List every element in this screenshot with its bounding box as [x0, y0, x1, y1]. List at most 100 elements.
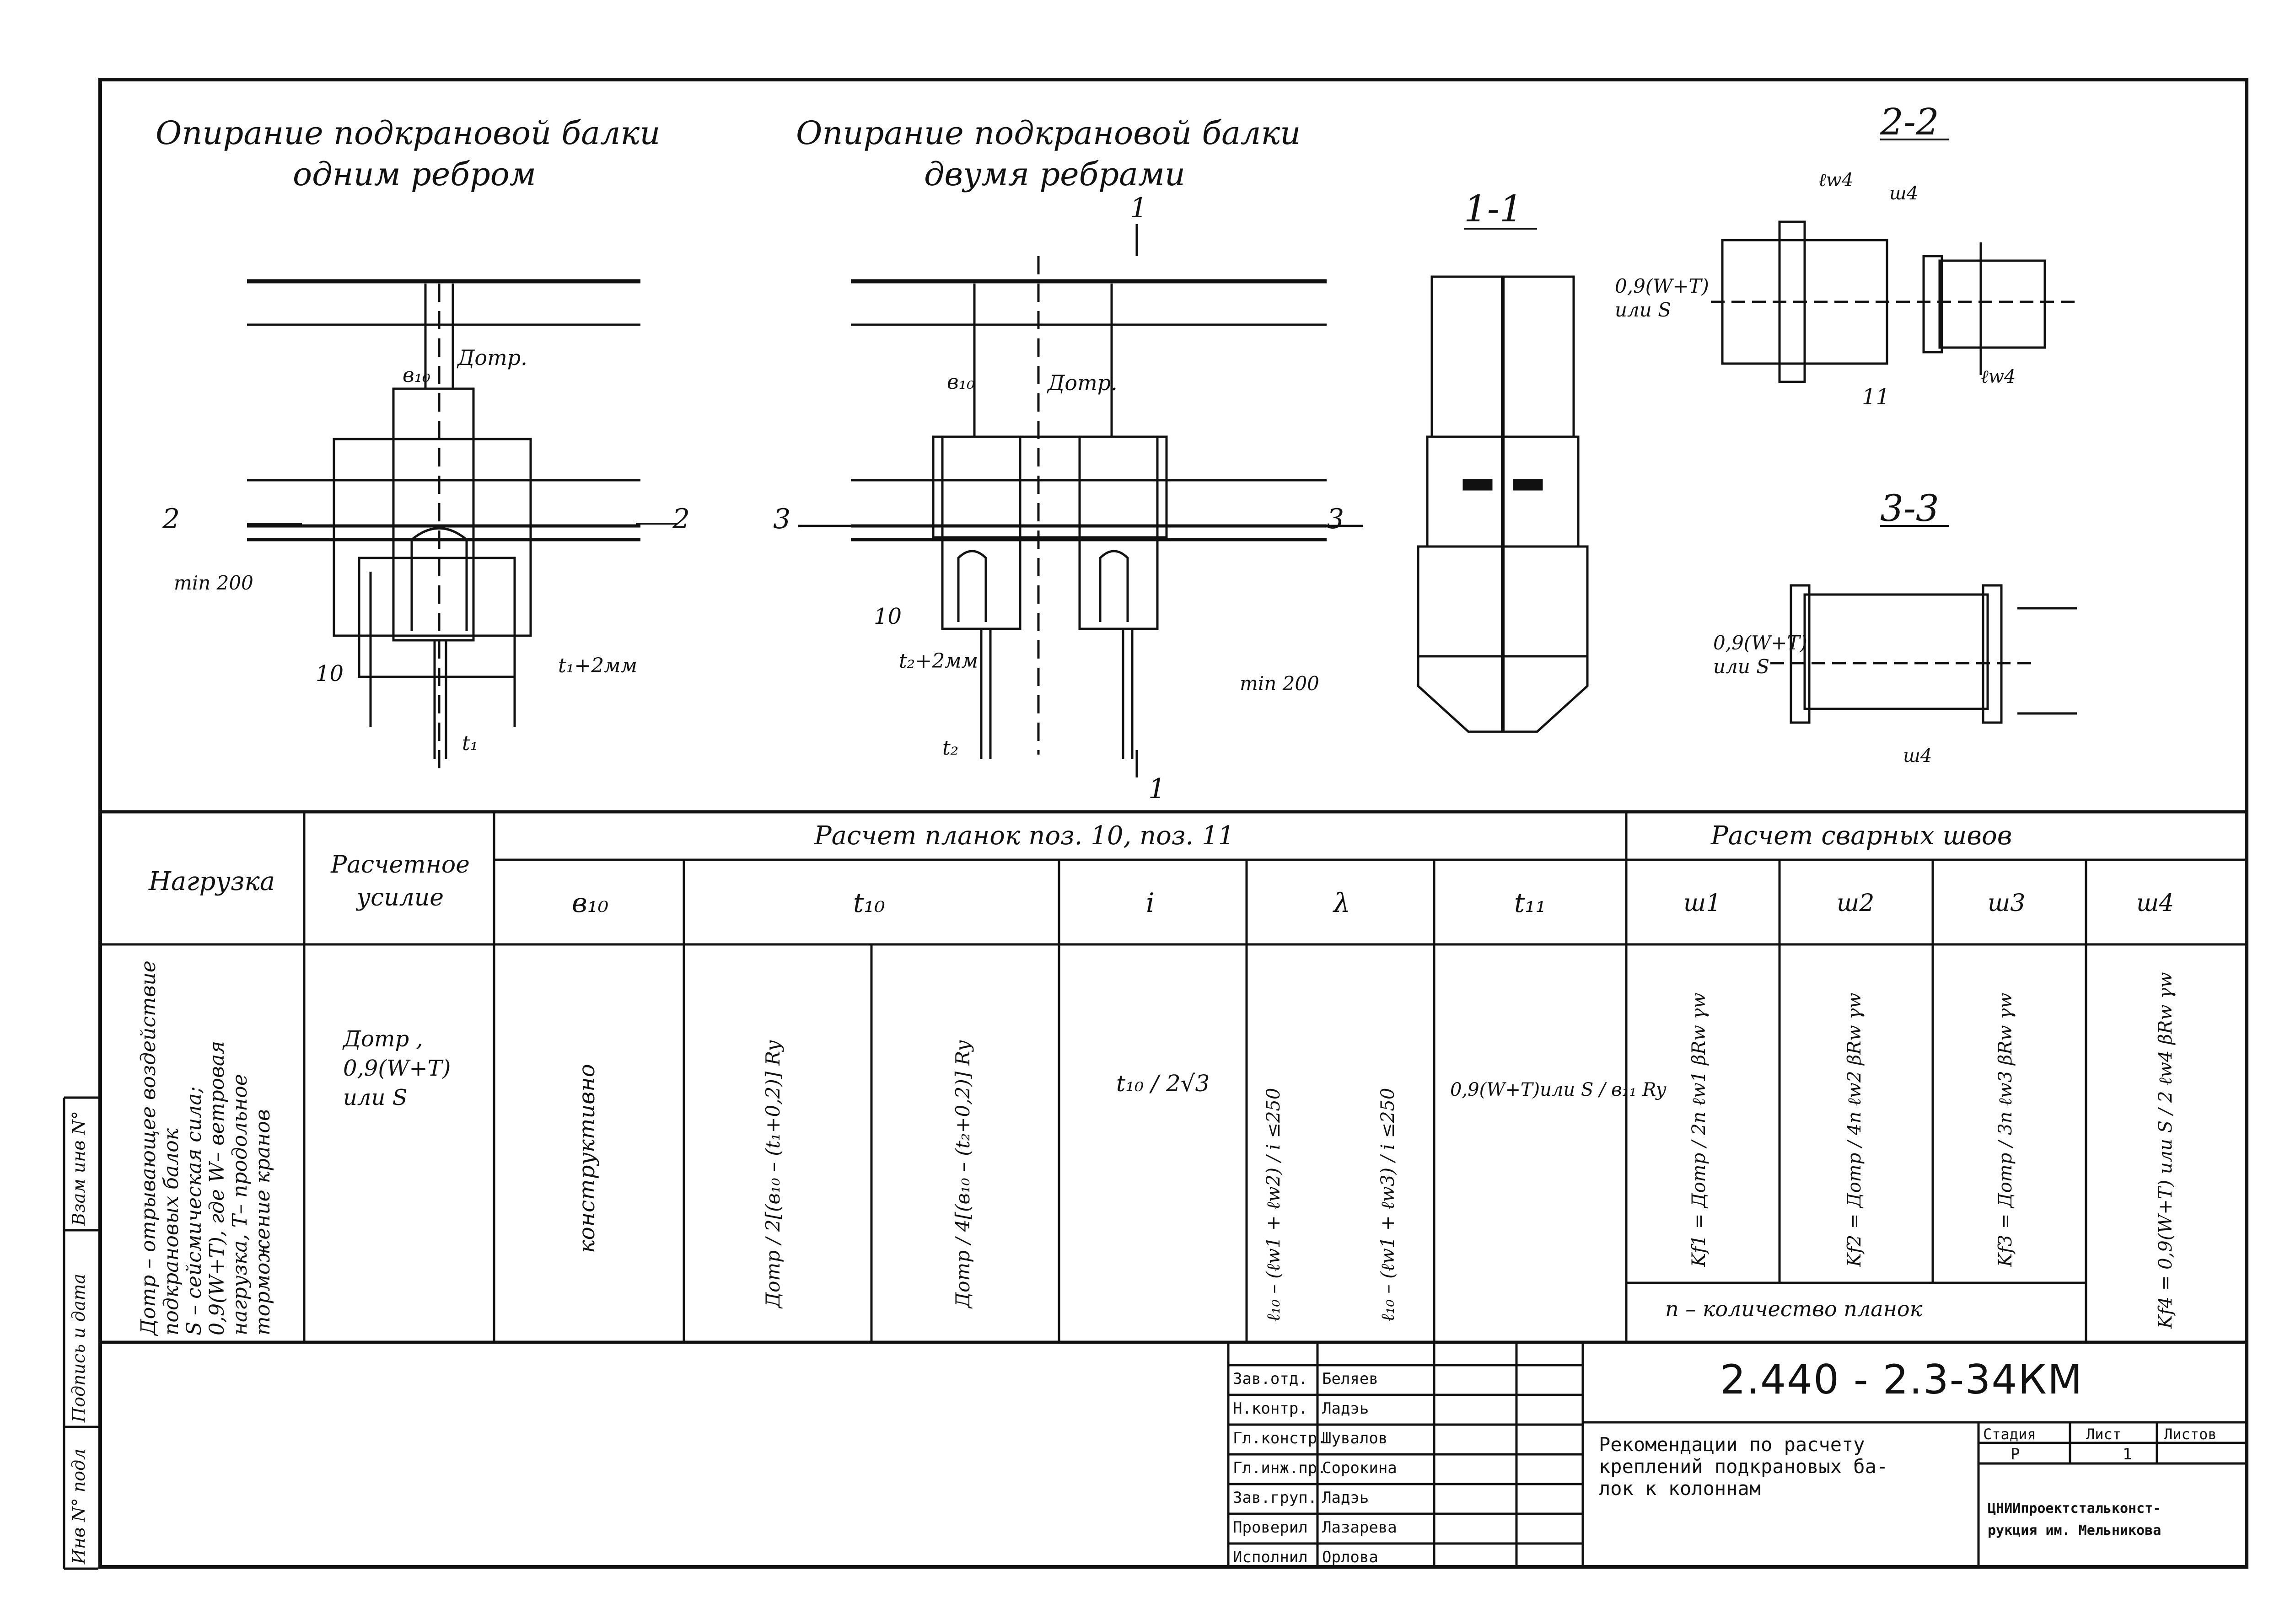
col-force-header-line2: усилие — [356, 884, 444, 911]
col-i-header: i — [1146, 887, 1155, 918]
col-lambda-header: λ — [1333, 887, 1350, 918]
dim-lw4-bottom: ℓw4 — [1981, 366, 2016, 387]
cut-mark-1-bottom: 1 — [1148, 773, 1166, 805]
k3-formula: Kf3 = Дотр / 3n ℓw3 βRw γw — [1995, 992, 2016, 1267]
col-sh3-header: ш3 — [1988, 890, 2026, 917]
pos10-label-2: 10 — [874, 604, 902, 629]
force-label-2-2-line2: или S — [1615, 299, 1671, 321]
title-one-rib-line1: Опирание подкрановой балки — [156, 114, 661, 152]
force-label-d2: Дотр. — [1048, 370, 1118, 395]
section-3-3-label: 3-3 — [1880, 487, 1939, 530]
weld-sh4-label-top: ш4 — [1889, 183, 1919, 204]
t11-formula: 0,9(W+T)или S / в₁₁ Ry — [1450, 1079, 1667, 1100]
force-line-2: 0,9(W+T) — [343, 1056, 451, 1081]
role-6: Исполнил — [1233, 1548, 1308, 1566]
force-label-2-2-line1: 0,9(W+T) — [1615, 275, 1709, 297]
col-t11-header: t₁₁ — [1514, 887, 1546, 918]
force-line-3: или S — [343, 1085, 408, 1110]
min200-label-1: min 200 — [174, 572, 253, 594]
cut-mark-3-left: 3 — [773, 503, 791, 535]
load-description: Дотр – отрывающее воздействие подкрановы… — [137, 960, 274, 1335]
name-1: Ладэь — [1322, 1399, 1369, 1418]
organization: ЦНИИпроектстальконст- рукция им. Мельник… — [1988, 1498, 2161, 1542]
section-1-1-label: 1-1 — [1464, 188, 1523, 230]
name-0: Беляев — [1322, 1370, 1378, 1388]
side-stamp-signature-date: Подпись и дата — [69, 1273, 89, 1422]
dim-lw4-top: ℓw4 — [1818, 170, 1854, 191]
sheet-value: 1 — [2123, 1445, 2132, 1463]
stage-value: Р — [2011, 1445, 2020, 1463]
col-sh4-header: ш4 — [2136, 890, 2174, 917]
force-label-3-3: 0,9(W+T) или S — [1713, 631, 1807, 679]
force-description: Дотр , 0,9(W+T) или S — [343, 1024, 451, 1112]
force-label-3-3-line2: или S — [1713, 655, 1769, 678]
force-label-3-3-line1: 0,9(W+T) — [1713, 632, 1807, 654]
lambda-formula-b: ℓ₁₀ – (ℓw1 + ℓw3) / i ≤250 — [1377, 1088, 1398, 1322]
organization-line2: рукция им. Мельникова — [1988, 1522, 2161, 1538]
force-line-1: Дотр , — [343, 1026, 423, 1052]
cut-mark-2-right: 2 — [672, 503, 690, 535]
b10-value: конструктивно — [574, 1064, 600, 1253]
k4-formula: Kf4 = 0,9(W+T) или S / 2 ℓw4 βRw γw — [2155, 972, 2176, 1329]
load-line-2: подкрановых балок — [160, 1128, 183, 1335]
load-line-6: торможение кранов — [251, 1109, 274, 1335]
col-force-header: Расчетное усилие — [329, 848, 471, 914]
i-formula: t₁₀ / 2√3 — [1116, 1070, 1210, 1097]
stage-label: Стадия — [1983, 1426, 2036, 1443]
name-6: Орлова — [1322, 1548, 1378, 1566]
role-3: Гл.инж.пр. — [1233, 1459, 1327, 1477]
dim-t1-plus: t₁+2мм — [558, 654, 638, 677]
doc-description: Рекомендации по расчету креплений подкра… — [1599, 1434, 1888, 1500]
title-one-rib-line2: одним ребром — [293, 155, 536, 193]
doc-code: 2.440 - 2.3-34КМ — [1720, 1356, 2083, 1403]
drawing-frame — [98, 78, 2248, 1569]
name-2: Шувалов — [1322, 1429, 1388, 1447]
role-2: Гл.констр. — [1233, 1429, 1327, 1447]
role-4: Зав.груп. — [1233, 1489, 1317, 1507]
dim-t2: t₂ — [942, 736, 959, 760]
k2-formula: Kf2 = Дотр / 4n ℓw2 βRw γw — [1844, 992, 1865, 1267]
doc-description-line2: креплений подкрановых ба- — [1599, 1455, 1888, 1478]
n-note: n – количество планок — [1665, 1297, 1923, 1321]
doc-description-line3: лок к колоннам — [1599, 1477, 1761, 1500]
load-line-4: 0,9(W+T), где W– ветровая — [205, 1040, 229, 1335]
dim-t1: t₁ — [462, 732, 479, 755]
col-force-header-line1: Расчетное — [331, 851, 470, 879]
section-2-2-label: 2-2 — [1880, 101, 1939, 143]
title-two-ribs-line1: Опирание подкрановой балки — [796, 114, 1301, 152]
cut-mark-1-top: 1 — [1130, 192, 1148, 224]
cut-mark-3-right: 3 — [1327, 503, 1344, 535]
load-line-5: нагрузка, T– продольное — [228, 1074, 252, 1335]
title-two-ribs-line2: двумя ребрами — [924, 155, 1185, 193]
pos10-label-1: 10 — [316, 661, 344, 686]
name-4: Ладэь — [1322, 1489, 1369, 1507]
force-label-2-2: 0,9(W+T) или S — [1615, 274, 1709, 322]
pos11-label: 11 — [1862, 384, 1890, 410]
min200-label-2: min 200 — [1240, 672, 1319, 695]
sheet-label: Лист — [2086, 1426, 2122, 1443]
dim-t2-plus: t₂+2мм — [899, 649, 979, 673]
doc-description-line1: Рекомендации по расчету — [1599, 1433, 1865, 1456]
t10-formula-b: Дотр / 4[(в₁₀ – (t₂+0,2)] Ry — [952, 1040, 974, 1308]
col-t10-header: t₁₀ — [853, 887, 885, 918]
col-sh1-header: ш1 — [1683, 890, 1721, 917]
force-label-d1: Дотр. — [457, 345, 527, 370]
col-load-header: Нагрузка — [149, 867, 275, 896]
dim-b10-2: в₁₀ — [947, 370, 975, 394]
t10-formula-a: Дотр / 2[(в₁₀ – (t₁+0,2)] Ry — [762, 1040, 784, 1308]
col-b10-header: в₁₀ — [572, 887, 609, 918]
cut-mark-2-left: 2 — [162, 503, 180, 535]
load-line-1: Дотр – отрывающее воздействие — [137, 960, 160, 1335]
dim-b10-1: в₁₀ — [403, 364, 430, 387]
load-line-3: S – сейсмическая сила; — [183, 1086, 206, 1335]
role-5: Проверил — [1233, 1518, 1308, 1537]
group-welds-header: Расчет сварных швов — [1711, 821, 2012, 851]
k1-formula: Kf1 = Дотр / 2n ℓw1 βRw γw — [1688, 992, 1710, 1267]
organization-line1: ЦНИИпроектстальконст- — [1988, 1501, 2161, 1517]
role-1: Н.контр. — [1233, 1399, 1308, 1418]
side-stamp-vzam-inv: Взам инв N° — [69, 1111, 89, 1226]
weld-sh4-label-bottom: ш4 — [1903, 745, 1932, 766]
sheets-label: Листов — [2164, 1426, 2217, 1443]
name-3: Сорокина — [1322, 1459, 1397, 1477]
